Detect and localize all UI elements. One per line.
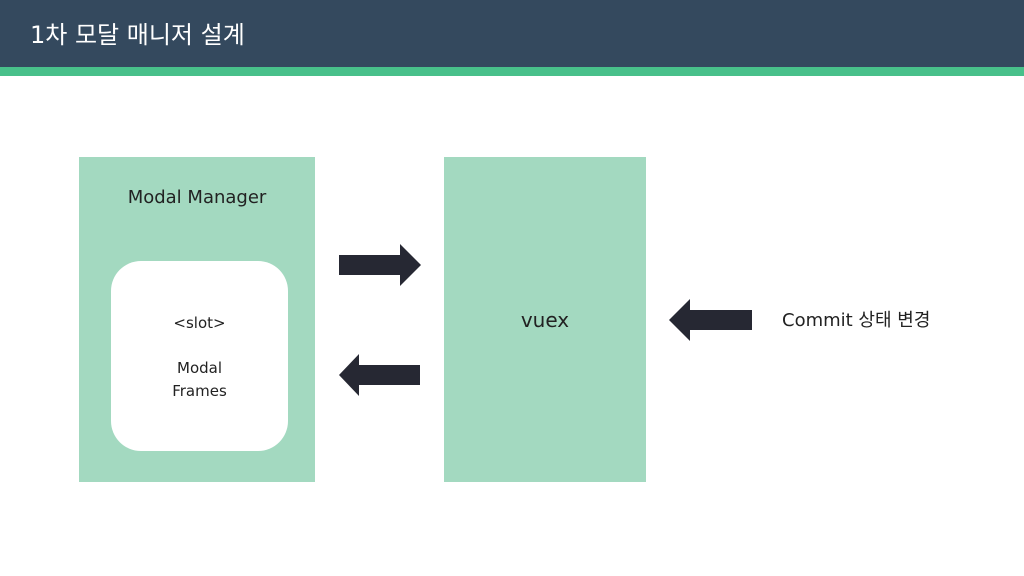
arrow-right-icon (339, 244, 421, 286)
slot-box: <slot> Modal Frames (111, 261, 288, 451)
header-bar (0, 0, 1024, 67)
arrow-left-icon (339, 354, 420, 396)
vuex-box: vuex (444, 157, 646, 482)
modal-manager-title: Modal Manager (127, 187, 267, 208)
page-title: 1차 모달 매니저 설계 (30, 21, 245, 49)
slot-line-2: Frames (172, 382, 227, 400)
accent-bar (0, 67, 1024, 76)
commit-arrow-left-icon (669, 299, 752, 341)
commit-label: Commit 상태 변경 (782, 310, 931, 331)
slot-line-1: Modal (177, 359, 222, 377)
modal-manager-box: Modal Manager <slot> Modal Frames (79, 157, 315, 482)
slot-tag-label: <slot> (173, 314, 226, 332)
vuex-label: vuex (520, 308, 570, 332)
